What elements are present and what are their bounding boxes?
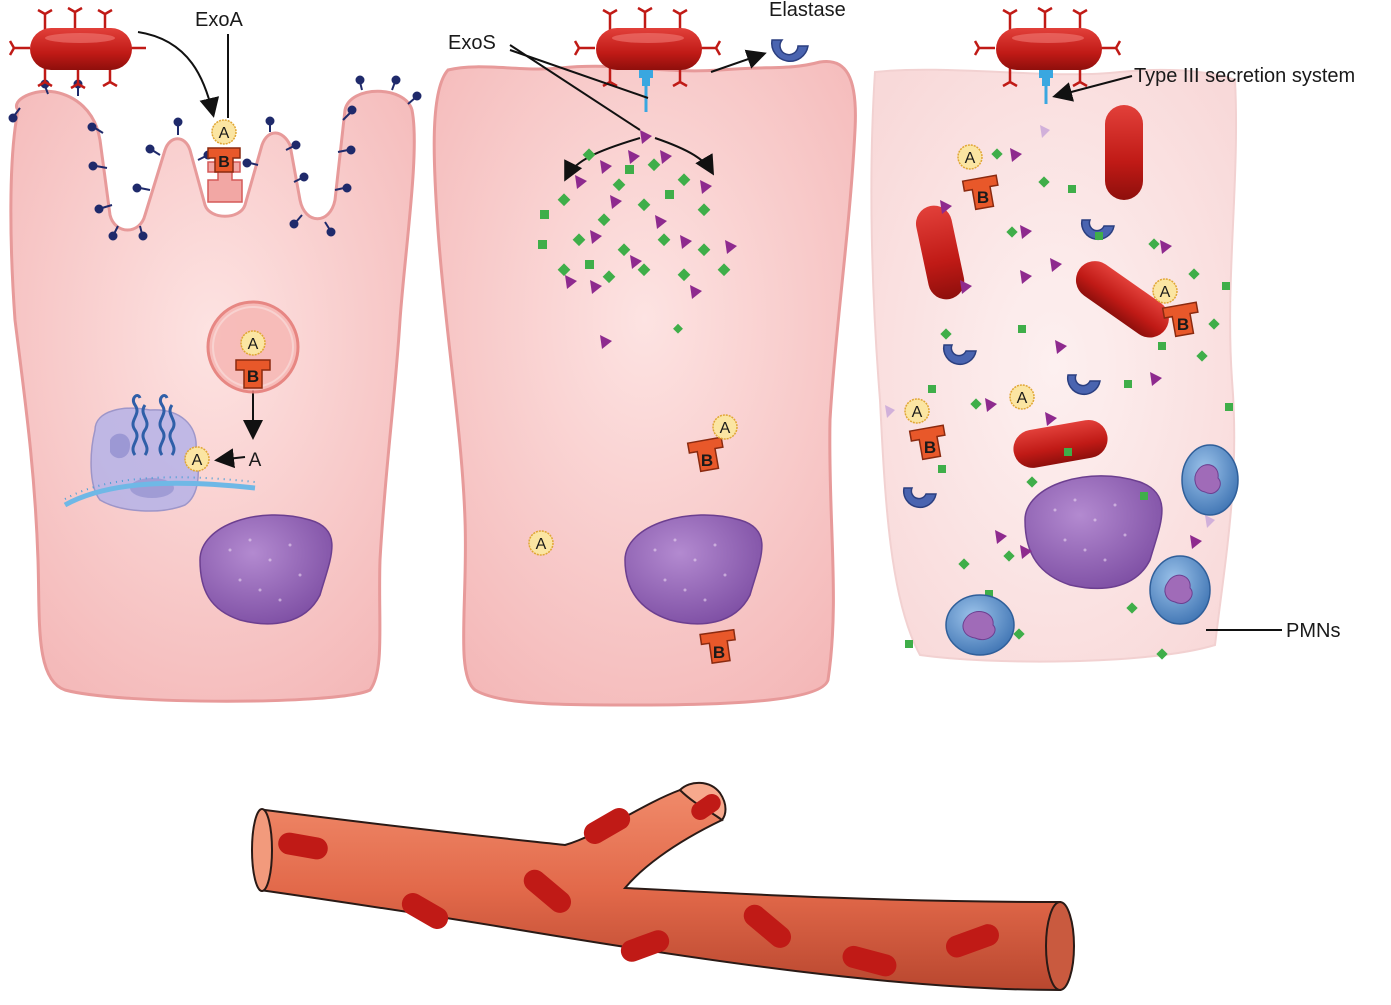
elastase-icon: [771, 39, 809, 62]
exotoxin-a-ribosome: A: [184, 446, 210, 472]
subunit-a-label: A: [219, 125, 230, 142]
pmn-3: [945, 594, 1015, 656]
arrows: [137, 31, 1282, 631]
trna-strands: [131, 394, 176, 456]
nucleus-3: [1024, 475, 1163, 590]
free-subunit-a-label: A: [249, 450, 262, 471]
exos-label: ExoS: [448, 32, 496, 54]
pmn-1: [1181, 444, 1239, 516]
exotoxin-ab-cell2: B A: [686, 414, 738, 473]
pmns-label: PMNs: [1286, 620, 1341, 642]
nucleus-1: [199, 514, 333, 625]
subunit-a-label: A: [248, 336, 259, 353]
secretion-needle-3: [1039, 70, 1053, 104]
subunit-a-label: A: [536, 536, 547, 553]
secretion-needle-2: [639, 70, 653, 112]
type3-secretion-label: Type III secretion system: [1134, 65, 1356, 87]
subunit-b-label: B: [247, 367, 259, 386]
pmn-cells: [945, 444, 1239, 656]
endosome: B A: [206, 300, 300, 394]
exoa-label: ExoA: [195, 9, 243, 31]
ribosome: [63, 394, 256, 512]
nucleus-2: [624, 514, 763, 625]
subunit-b-label: B: [218, 154, 230, 171]
pmn-2: [1149, 555, 1211, 625]
epithelial-cell-2: [432, 59, 857, 707]
bacterium-1: [8, 6, 146, 90]
exotoxin-a-cell2: A: [528, 530, 554, 556]
subunit-a-label: A: [192, 452, 203, 469]
exotoxin-b-cell2: B: [699, 628, 736, 664]
blood-vessel: [251, 781, 1075, 992]
rod-bacteria-cell3: [915, 105, 1169, 468]
subunit-a-label: A: [720, 420, 731, 437]
subunit-b-label: B: [1177, 315, 1189, 334]
subunit-b-label: B: [977, 188, 989, 207]
subunit-b-label: B: [713, 643, 725, 662]
subunit-a-label: A: [965, 150, 976, 167]
nucleus-speckles: [228, 498, 1127, 602]
subunit-a-label: A: [1017, 390, 1028, 407]
bacterium-3: [973, 6, 1122, 104]
elastase-label: Elastase: [769, 0, 846, 21]
subunit-b-label: B: [924, 438, 936, 457]
effector-particles-cell3: [885, 125, 1233, 660]
elastase-particles-cell3: [902, 219, 1115, 509]
exotoxin-ab-membrane: B A: [207, 119, 243, 203]
subunit-a-label: A: [912, 404, 923, 421]
subunit-b-label: B: [701, 451, 713, 470]
exotoxin-ab-cell3: B A B A B A A: [904, 144, 1199, 461]
red-blood-cells: [278, 793, 999, 977]
bacterium-2: [573, 6, 722, 112]
subunit-a-label: A: [1160, 284, 1171, 301]
